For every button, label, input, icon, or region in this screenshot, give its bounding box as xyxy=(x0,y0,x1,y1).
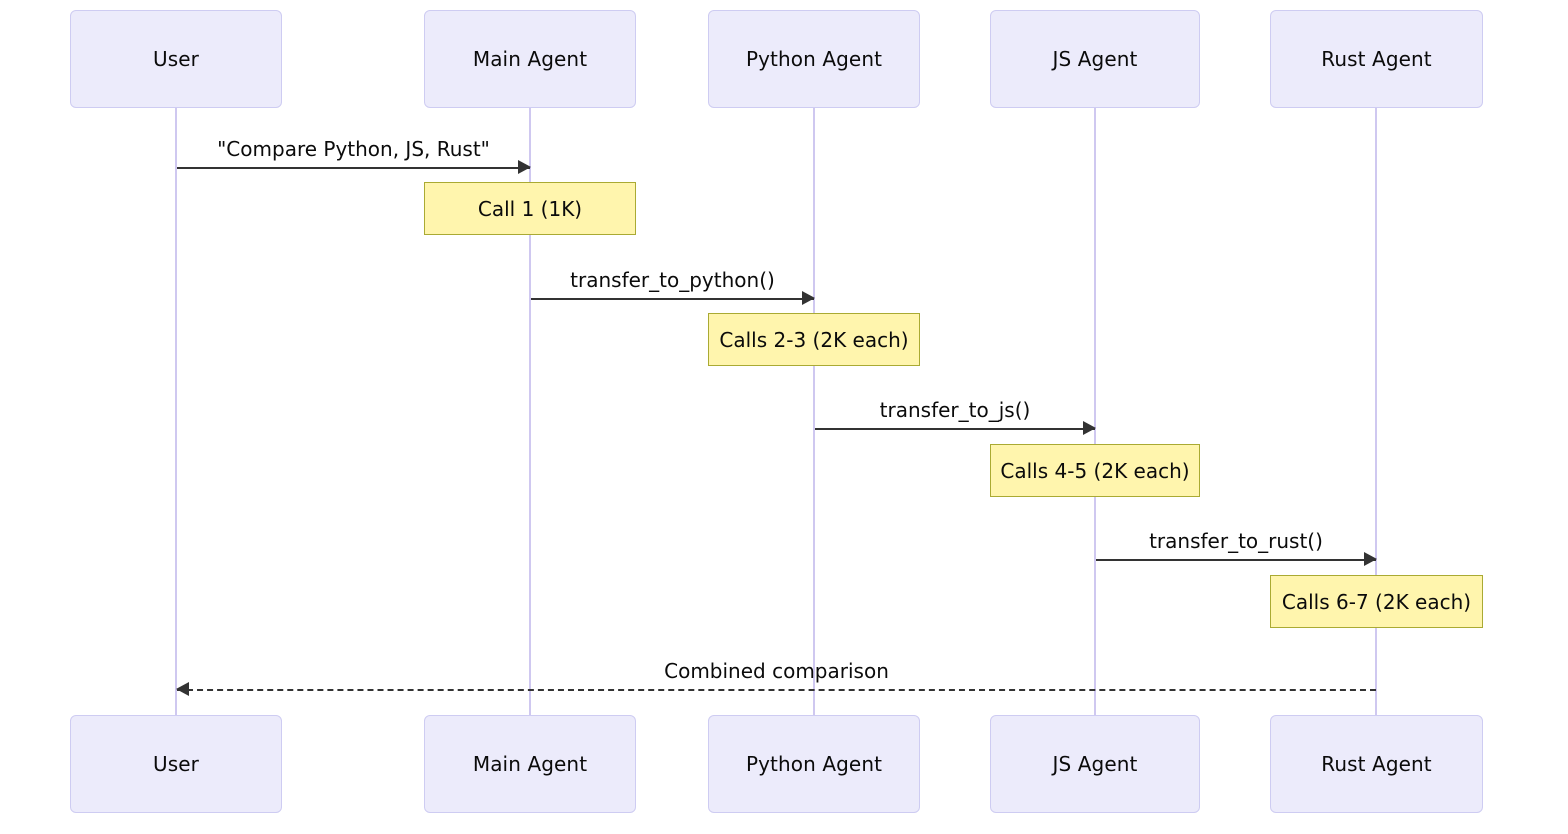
lifeline-rust xyxy=(1375,108,1377,716)
arrowhead-left-icon xyxy=(176,682,189,696)
participant-user-top[interactable]: User xyxy=(70,10,282,108)
participant-label: JS Agent xyxy=(1052,752,1138,776)
note-label: Calls 2-3 (2K each) xyxy=(719,327,909,352)
participant-rust-top[interactable]: Rust Agent xyxy=(1270,10,1483,108)
lifeline-js xyxy=(1094,108,1096,716)
message-line xyxy=(1096,559,1376,561)
arrowhead-right-icon xyxy=(1364,552,1377,566)
participant-label: Python Agent xyxy=(745,47,883,71)
note-call-1[interactable]: Call 1 (1K) xyxy=(424,182,636,235)
participant-label: Main Agent xyxy=(472,47,588,71)
participant-label: Rust Agent xyxy=(1321,47,1432,71)
participant-label: User xyxy=(153,47,199,71)
participant-user-bottom[interactable]: User xyxy=(70,715,282,813)
arrowhead-right-icon xyxy=(1083,421,1096,435)
participant-label: Python Agent xyxy=(745,752,883,776)
note-calls-4-5[interactable]: Calls 4-5 (2K each) xyxy=(990,444,1200,497)
lifeline-main xyxy=(529,108,531,716)
message-line xyxy=(531,298,814,300)
participant-main-top[interactable]: Main Agent xyxy=(424,10,636,108)
participant-label: Main Agent xyxy=(472,752,588,776)
message-line xyxy=(815,428,1095,430)
message-label: transfer_to_python() xyxy=(570,268,775,292)
lifeline-user xyxy=(175,108,177,716)
note-label: Call 1 (1K) xyxy=(477,196,583,221)
participant-label: Rust Agent xyxy=(1321,752,1432,776)
participant-js-top[interactable]: JS Agent xyxy=(990,10,1200,108)
participant-js-bottom[interactable]: JS Agent xyxy=(990,715,1200,813)
participant-label: User xyxy=(153,752,199,776)
participant-python-bottom[interactable]: Python Agent xyxy=(708,715,920,813)
participant-main-bottom[interactable]: Main Agent xyxy=(424,715,636,813)
participant-python-top[interactable]: Python Agent xyxy=(708,10,920,108)
arrowhead-right-icon xyxy=(802,291,815,305)
participant-label: JS Agent xyxy=(1052,47,1138,71)
note-calls-2-3[interactable]: Calls 2-3 (2K each) xyxy=(708,313,920,366)
lifeline-python xyxy=(813,108,815,716)
note-calls-6-7[interactable]: Calls 6-7 (2K each) xyxy=(1270,575,1483,628)
message-line xyxy=(177,689,1376,691)
arrowhead-right-icon xyxy=(518,160,531,174)
message-line xyxy=(177,167,530,169)
message-label: transfer_to_rust() xyxy=(1149,529,1323,553)
note-label: Calls 6-7 (2K each) xyxy=(1281,589,1472,614)
message-label: transfer_to_js() xyxy=(879,398,1031,422)
message-label: "Compare Python, JS, Rust" xyxy=(217,137,490,161)
message-label: Combined comparison xyxy=(664,659,889,683)
participant-rust-bottom[interactable]: Rust Agent xyxy=(1270,715,1483,813)
note-label: Calls 4-5 (2K each) xyxy=(1000,458,1190,483)
